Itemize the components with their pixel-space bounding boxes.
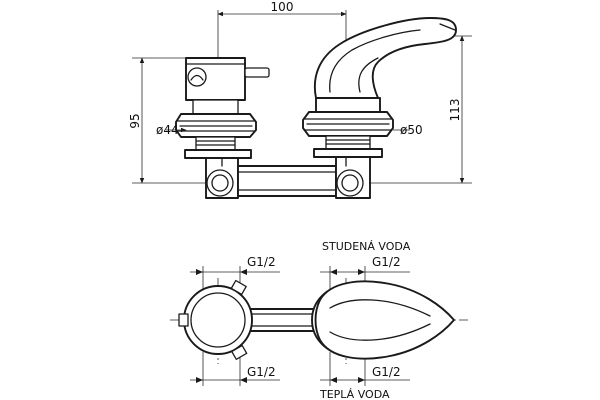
horizontal-connecting-pipe [237, 165, 337, 197]
dimension-width-label: 100 [271, 0, 294, 14]
mixer-collar [315, 97, 381, 113]
plan-left-lug-west [178, 313, 189, 327]
left-inlet-inner [211, 174, 229, 192]
dimension-thread-bottom-left-label: G1/2 [247, 365, 276, 379]
left-thread-stem [195, 136, 236, 151]
left-cap-cylinder [185, 57, 246, 101]
dimension-thread-top-left-label: G1/2 [247, 255, 276, 269]
plan-left-rosette-inner [190, 292, 246, 348]
right-mixer-assembly [302, 17, 457, 158]
diverter-pin [244, 67, 270, 78]
label-hot-water: TEPLÁ VODA [319, 388, 390, 400]
left-inlet-outer [206, 169, 234, 197]
plan-right-mixer [311, 280, 455, 360]
dimension-thread-top-right-label: G1/2 [372, 255, 401, 269]
right-wall-plate [313, 148, 383, 158]
label-cold-water: STUDENÁ VODA [322, 240, 411, 253]
diverter-knob-icon [187, 67, 207, 87]
dimension-dia-left-label: ø44 [156, 123, 179, 137]
left-neck [192, 99, 239, 115]
plan-left-lug-se [231, 344, 248, 360]
plan-left-lug-ne [230, 279, 247, 295]
top-plan-view: STUDENÁ VODA TEPLÁ VODA G1/2 G1/2 G1/2 G… [170, 240, 470, 400]
left-diverter-assembly [175, 57, 270, 159]
dimension-height-right-label: 113 [448, 99, 462, 122]
dimension-dia-right-label: ø50 [400, 123, 423, 137]
plan-mixer-lever [314, 280, 455, 360]
connecting-pipe-assembly [205, 156, 371, 199]
plan-left-rosette-outer [183, 285, 253, 355]
dimension-height-left-label: 95 [128, 113, 142, 128]
front-elevation-view: 100 95 113 [128, 0, 472, 199]
left-wall-plate [184, 149, 252, 159]
dimension-thread-bottom-right-label: G1/2 [372, 365, 401, 379]
plan-left-diverter [178, 279, 253, 360]
right-inlet-inner [341, 174, 359, 192]
right-inlet-outer [336, 169, 364, 197]
mixer-lever-handle [313, 17, 457, 99]
right-thread-stem [325, 135, 371, 150]
